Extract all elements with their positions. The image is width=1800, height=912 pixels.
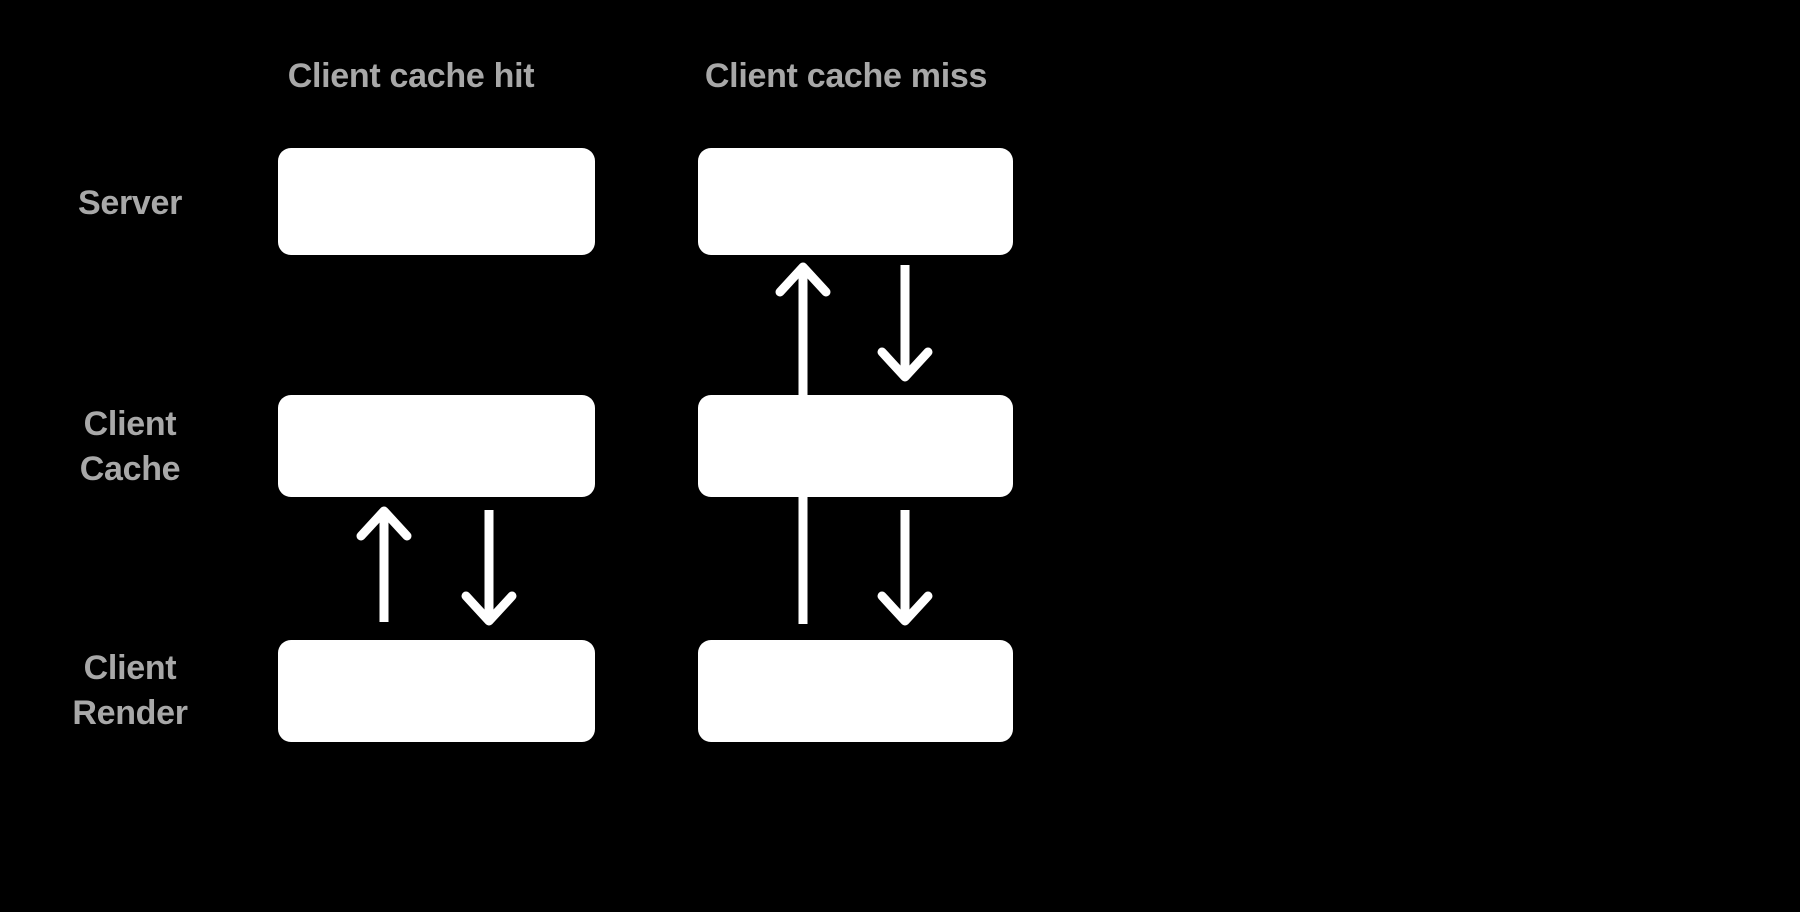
row-label-server: Server (77, 184, 183, 222)
node-box-miss-client-cache[interactable] (698, 395, 1013, 497)
node-box-miss-client-render[interactable] (698, 640, 1013, 742)
column-header-client-cache-hit: Client cache hit (287, 57, 535, 95)
arrow-hit-render-to-cache (356, 506, 412, 622)
node-box-hit-client-render[interactable] (278, 640, 595, 742)
arrow-miss-cache-to-render (877, 510, 933, 626)
row-label-client-cache: Client Cache (79, 405, 181, 488)
node-box-miss-server[interactable] (698, 148, 1013, 255)
node-box-hit-client-cache[interactable] (278, 395, 595, 497)
row-label-client-render: Client Render (72, 649, 188, 732)
arrow-hit-cache-to-render (461, 510, 517, 626)
node-box-hit-server[interactable] (278, 148, 595, 255)
column-header-client-cache-miss: Client cache miss (704, 57, 988, 95)
arrow-miss-server-to-cache (877, 265, 933, 382)
